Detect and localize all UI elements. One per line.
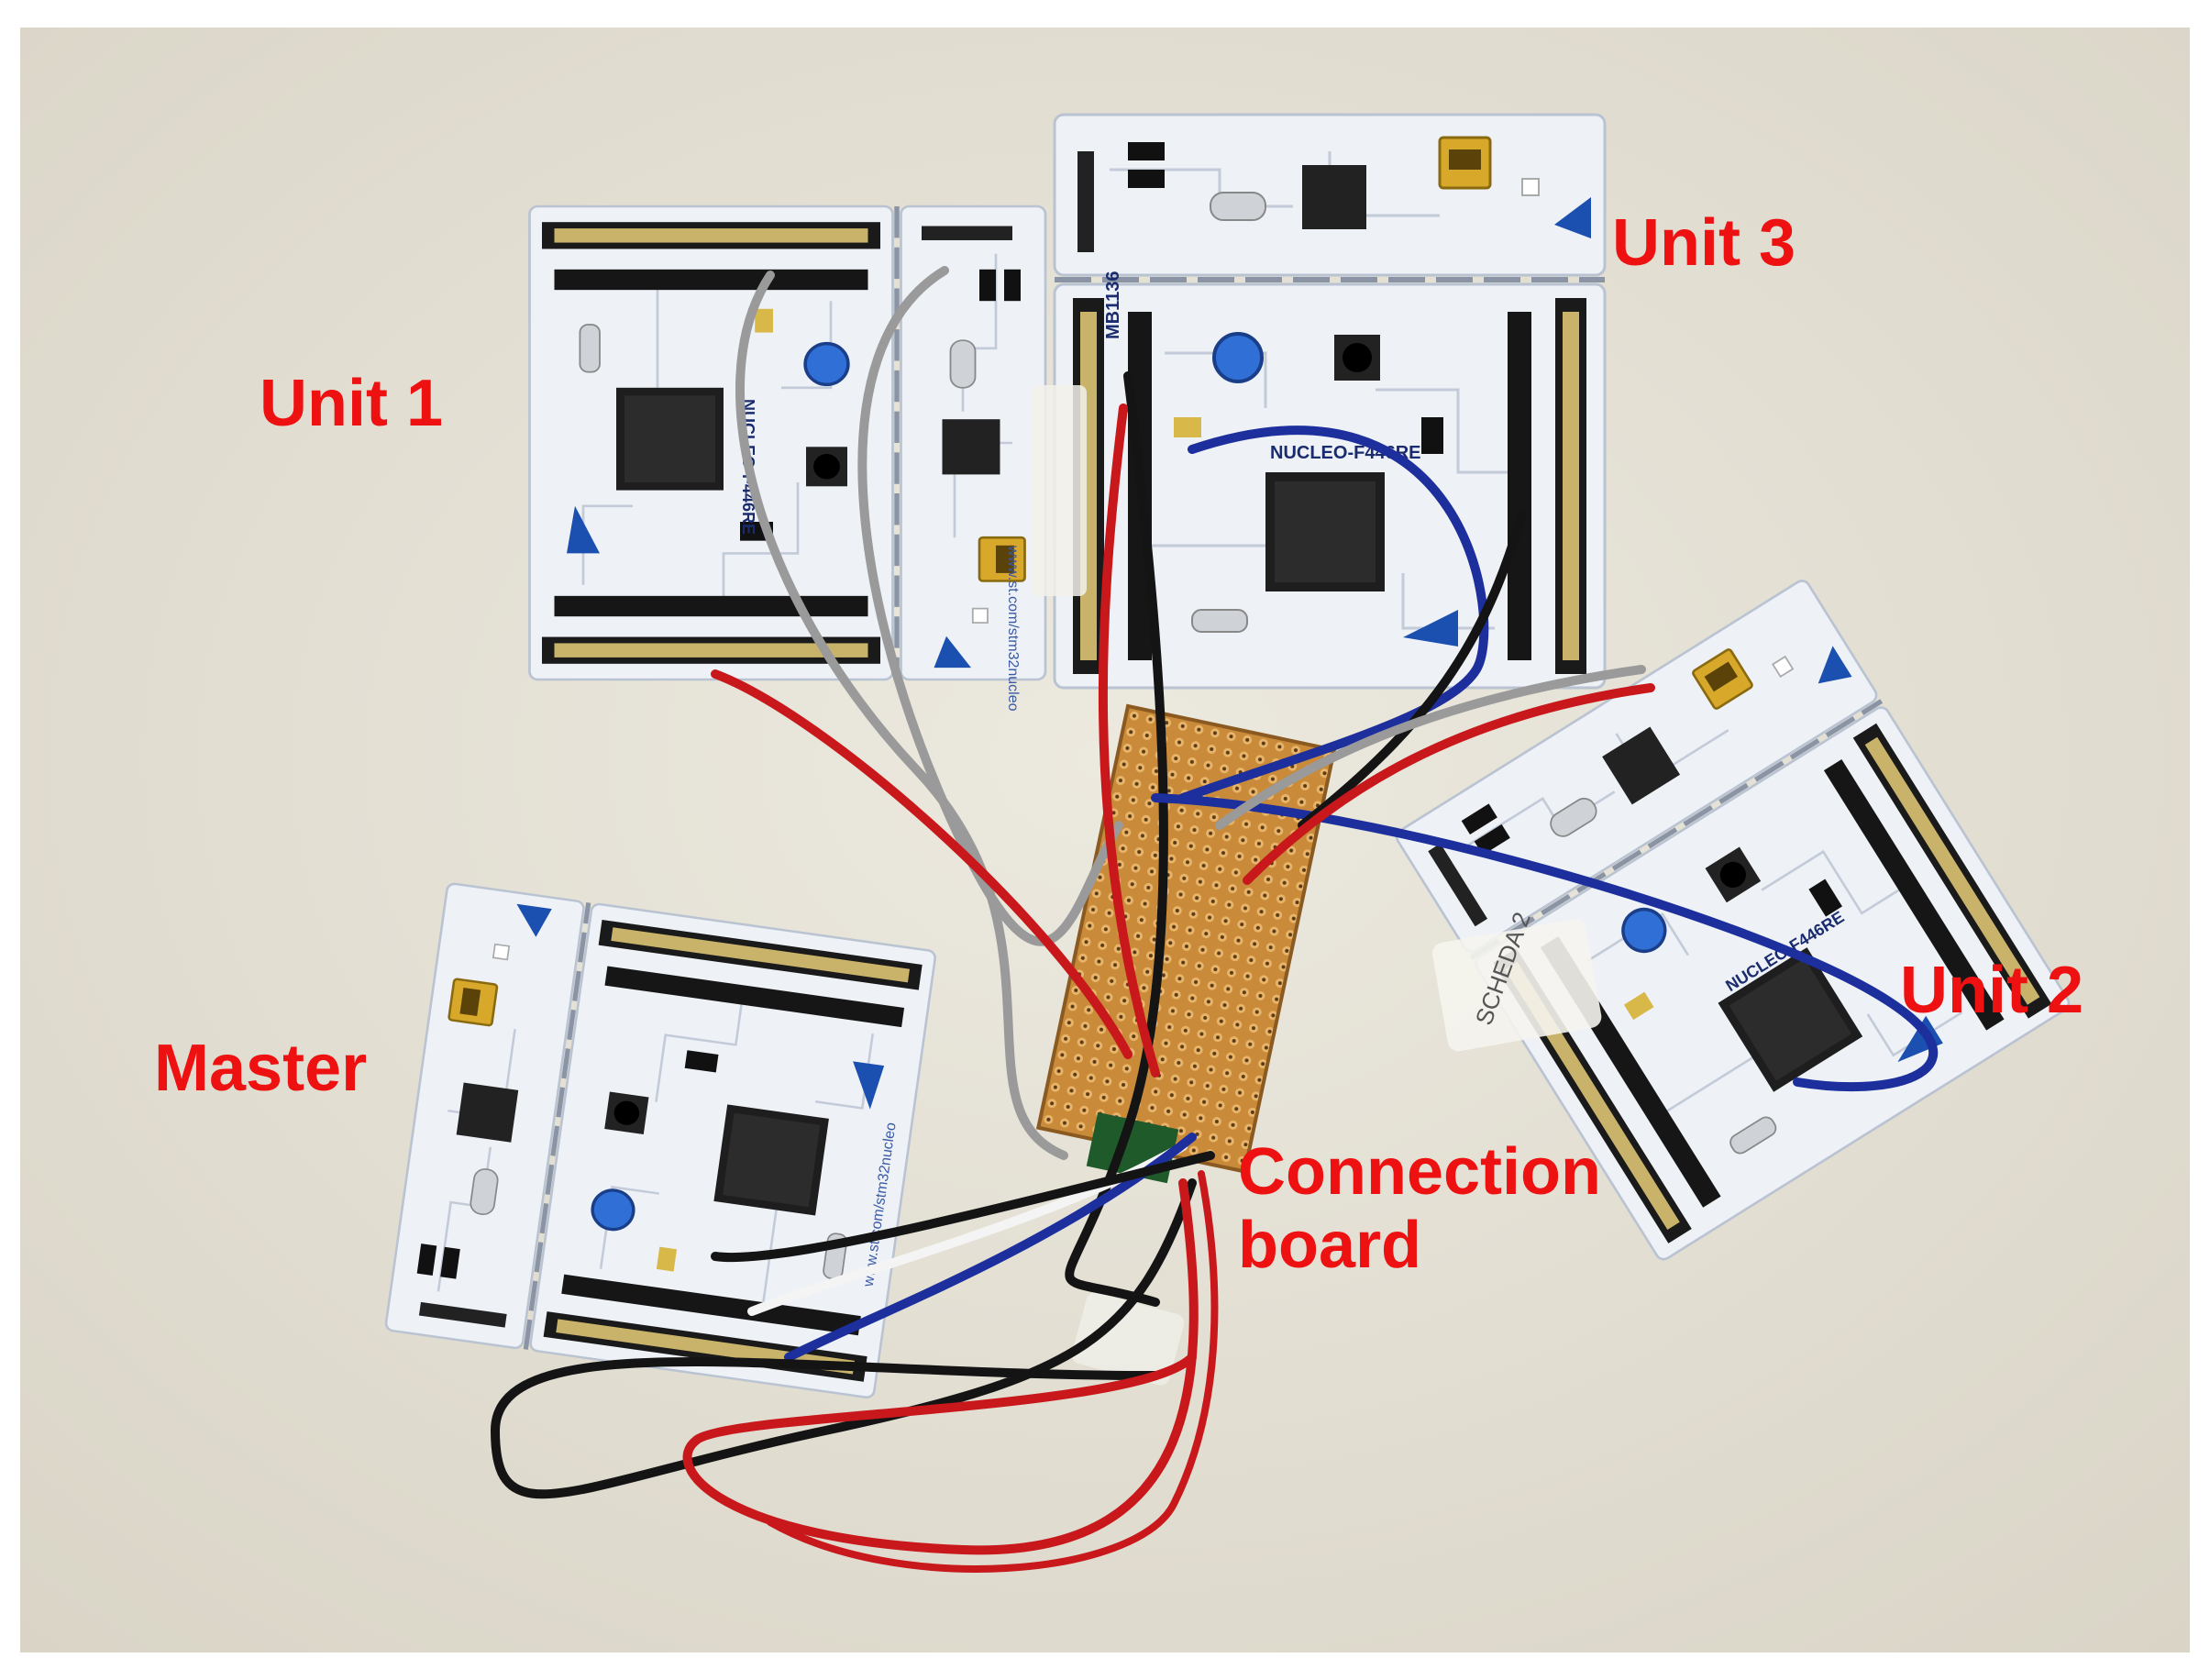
label-unit-1: Unit 1 bbox=[260, 367, 444, 440]
board-unit3: NUCLEO-F446RE MB1136 bbox=[1055, 115, 1605, 688]
board-url-text: www.st.com/stm32nucleo bbox=[1005, 545, 1021, 712]
label-connection-board-line2: board bbox=[1238, 1209, 1422, 1282]
label-master: Master bbox=[154, 1032, 368, 1105]
wires bbox=[490, 266, 1939, 1573]
label-connection-board: Connection board bbox=[1238, 1135, 1601, 1282]
board-part-text: MB1136 bbox=[1103, 271, 1123, 340]
board-unit1: NUCLEO-F446RE www.st.com/stm32nucleo bbox=[530, 206, 1046, 712]
board-master: www.st.com/stm32nucleo bbox=[385, 883, 936, 1398]
label-connection-board-line1: Connection bbox=[1238, 1135, 1601, 1209]
label-unit-3: Unit 3 bbox=[1612, 206, 1796, 280]
tape-piece bbox=[1032, 385, 1087, 596]
tape-note: SCHEDA 2 bbox=[1431, 909, 1602, 1052]
label-unit-2: Unit 2 bbox=[1900, 954, 2084, 1027]
tape-piece bbox=[1071, 1292, 1185, 1386]
